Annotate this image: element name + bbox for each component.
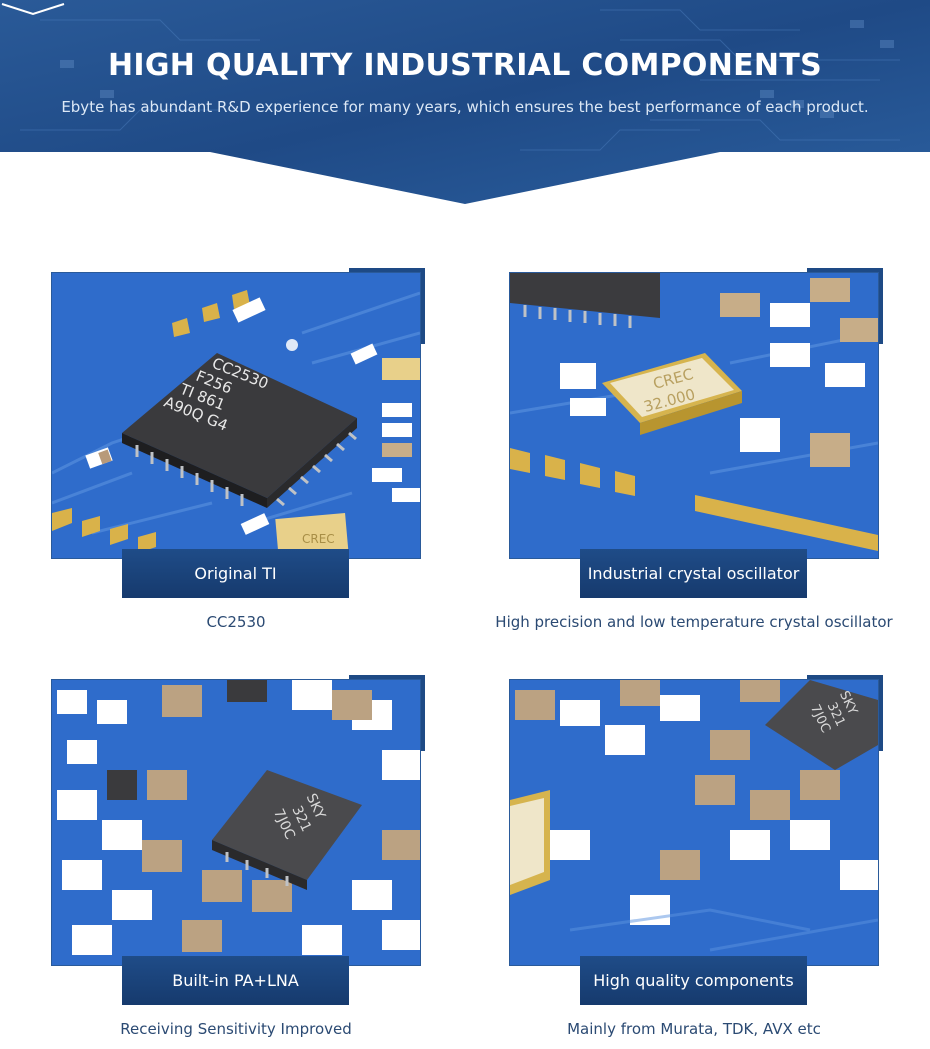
feature-caption: Receiving Sensitivity Improved <box>120 1020 352 1038</box>
chip-photo: CC2530 F256 TI 861 A90Q G4 <box>51 272 421 559</box>
feature-label: High quality components <box>580 956 807 1005</box>
feature-caption: CC2530 <box>206 613 266 631</box>
feature-label: Industrial crystal oscillator <box>580 549 807 598</box>
page-subtitle: Ebyte has abundant R&D experience for ma… <box>61 98 869 116</box>
feature-label: Original TI <box>122 549 349 598</box>
feature-caption: High precision and low temperature cryst… <box>495 613 893 631</box>
crystal-photo: CREC 32.000 <box>509 272 879 559</box>
page-title: HIGH QUALITY INDUSTRIAL COMPONENTS <box>108 48 822 83</box>
header-banner: HIGH QUALITY INDUSTRIAL COMPONENTS Ebyte… <box>0 0 930 204</box>
chevron-down-icon[interactable] <box>0 0 66 18</box>
banner-background <box>0 0 930 204</box>
components-photo: SKY 321 7J0C <box>509 679 879 966</box>
feature-caption: Mainly from Murata, TDK, AVX etc <box>567 1020 821 1038</box>
crystal-marking: CREC <box>302 532 335 546</box>
pa-lna-photo: SKY 321 7J0C <box>51 679 421 966</box>
feature-label: Built-in PA+LNA <box>122 956 349 1005</box>
